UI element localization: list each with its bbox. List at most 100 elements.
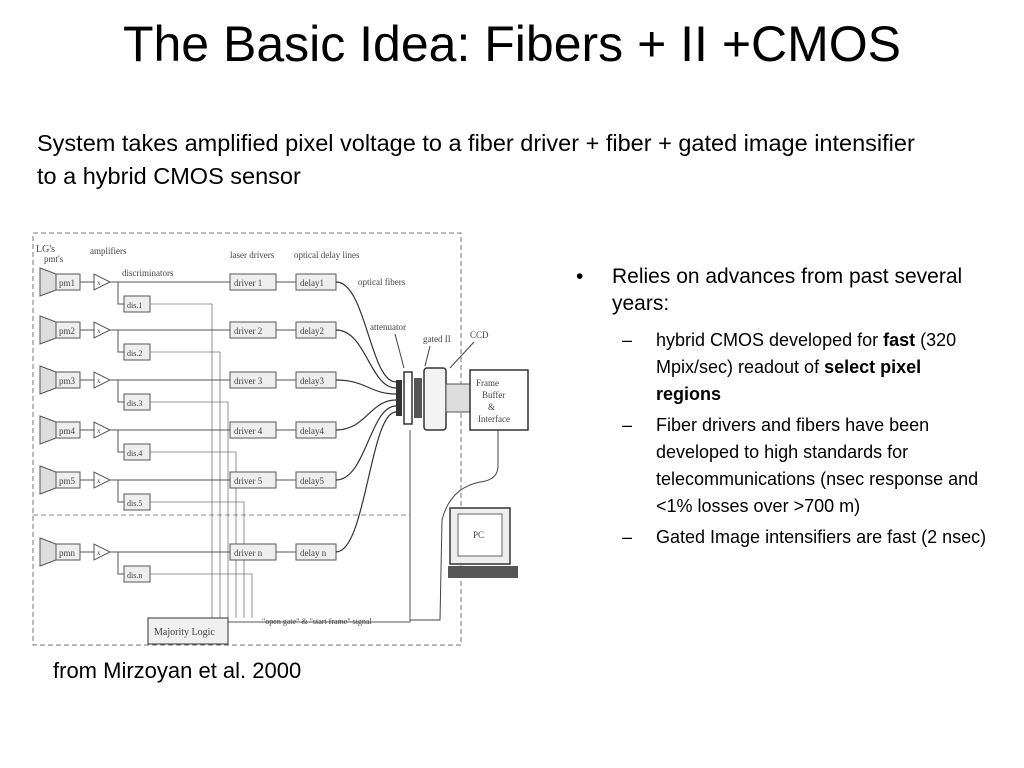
logic-bus [150,451,237,618]
gated-ii-block [414,378,422,418]
light-guide [39,415,57,445]
wire [110,379,124,403]
gate-signal-label: "open gate" & "start frame" signal [262,617,372,626]
gate-signal-line [228,430,411,623]
discriminator-label: dis.2 [127,349,142,358]
delay-line-label: delay3 [300,376,324,386]
wire [110,329,124,353]
light-guide [39,315,57,345]
bullet-main: • Relies on advances from past several y… [570,263,990,317]
pc-label: PC [473,530,484,540]
sub-bullet-cmos-mid: (320 Mpix/sec) readout of [656,330,957,377]
discriminator-label: dis.5 [127,499,142,508]
amplifier [93,543,112,561]
wire [110,551,124,575]
light-guide [39,465,57,495]
wire [110,479,124,503]
logic-bus [150,303,213,618]
discriminator-label: dis.1 [127,301,142,310]
majority-logic-label: Majority Logic [154,627,215,638]
amplifier [93,371,112,389]
delay-line-label: delay2 [300,326,324,336]
amplifier [93,421,112,439]
amplifier-label: x [97,427,101,435]
pmt-label: pm1 [59,278,75,288]
frame-buffer-box [469,369,529,431]
pc-screen [457,513,503,557]
bullet-marker: • [576,265,584,288]
sub-bullet-cmos-regions: select pixel regions [656,357,922,404]
laser-driver-label: driver 1 [234,278,262,288]
sub-bullet-marker: – [622,415,633,435]
pmt-label: pm5 [59,476,76,486]
delay-line-label: delay5 [300,476,324,486]
optical-fiber [335,329,397,389]
frame-buffer-text-4: Interface [478,414,510,424]
pc-cable [410,430,499,621]
laser-driver-label: driver 4 [234,426,263,436]
slide-title: The Basic Idea: Fibers + II +CMOS [122,16,902,72]
logic-bus [150,501,245,618]
pmt-label: pmn [59,548,76,558]
label-discriminators: discriminators [122,268,174,278]
label-laser-drivers: laser drivers [230,250,275,260]
amplifier [93,321,112,339]
label-optical-fibers: optical fibers [358,277,406,287]
attenuator-pointer [394,333,405,369]
sub-bullet-intensifiers-text: Gated Image intensifiers are fast (2 nse… [656,527,987,547]
label-ccd: CCD [470,330,489,340]
optical-fiber [335,405,397,481]
sub-bullet-cmos-pre: hybrid CMOS developed for [656,330,884,350]
light-guide [39,365,57,395]
logic-bus [150,573,253,618]
amplifier-label: x [97,477,101,485]
attenuator-block [403,371,413,425]
delay-line-label: delay1 [300,278,324,288]
frame-buffer-text-2: Buffer [482,390,505,400]
amplifier-label: x [97,377,101,385]
ccd-chip [423,367,447,431]
wire [110,281,124,305]
fiber-bundle-end [396,380,402,416]
amplifier-label: x [97,327,101,335]
sub-bullet-marker: – [622,330,633,350]
label-lgs: LG's [36,244,55,255]
laser-driver-label: driver 2 [234,326,262,336]
amplifier-label: x [97,549,101,557]
pmt-label: pm2 [59,326,75,336]
laser-driver-label: driver 3 [234,376,263,386]
optical-fiber [335,399,397,431]
optical-fiber [335,281,397,383]
label-pmts: pmt's [44,254,64,264]
discriminator-label: dis.4 [127,449,142,458]
optical-fiber [335,411,397,553]
system-block-diagram: pm1 x dis.1 driver 1 delay1 pm2 x dis.2 driver 2… [30,230,530,648]
label-delay-lines: optical delay lines [294,250,360,260]
amplifier [93,273,112,291]
amplifier [93,471,112,489]
optical-fiber [335,379,397,395]
delay-line-label: delay n [300,548,327,558]
amplifier-label: x [97,279,101,287]
wire [110,429,124,453]
bullet-main-text: Relies on advances from past several yea… [612,265,963,315]
logic-bus [150,351,221,618]
ccd-pointer [449,341,475,369]
diagram-boundary [32,232,462,646]
frame-buffer-text-3: & [488,402,495,412]
frame-buffer-text-1: Frame [476,378,499,388]
pc-keyboard [448,566,518,578]
sub-bullet-intensifiers: – Gated Image intensifiers are fast (2 n… [570,524,990,551]
pmt-label: pm4 [59,426,76,436]
laser-driver-label: driver n [234,548,263,558]
ccd-coupler [445,383,471,413]
discriminator-label: dis.n [127,571,142,580]
label-attenuator: attenuator [370,322,406,332]
laser-driver-label: driver 5 [234,476,263,486]
sub-bullet-cmos: – hybrid CMOS developed for fast (320 Mp… [570,327,990,408]
label-amplifiers: amplifiers [90,246,127,256]
sub-bullet-cmos-fast: fast [883,330,916,350]
label-gated-ii: gated II [423,334,451,344]
discriminator-label: dis.3 [127,399,142,408]
sub-bullet-fibers-text: Fiber drivers and fibers have been devel… [656,415,979,516]
